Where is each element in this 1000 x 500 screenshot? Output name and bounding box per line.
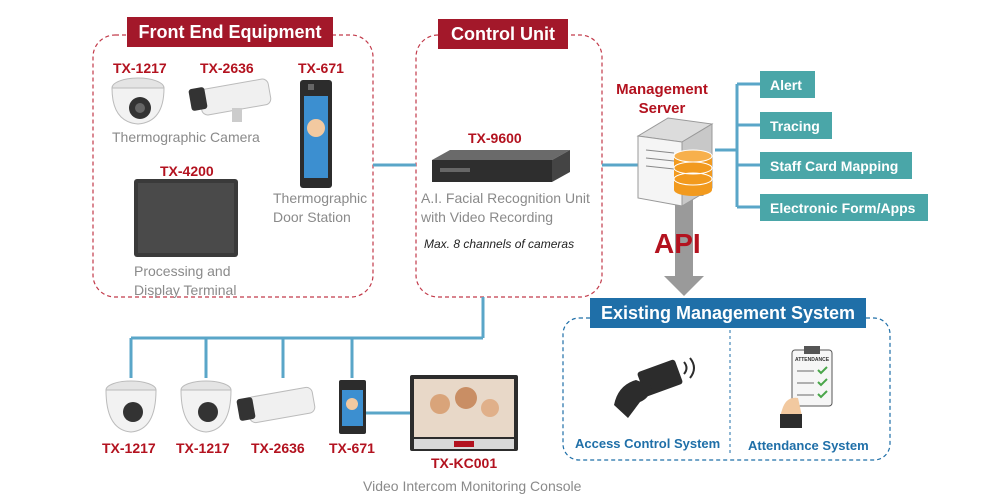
bottom-bullet-camera-icon <box>236 386 316 424</box>
output-electronic-form-apps: Electronic Form/Apps <box>760 194 928 221</box>
thermo-bullet-camera-icon <box>188 78 272 122</box>
api-double-arrow <box>664 176 704 296</box>
caption-nvr-line2: with Video Recording <box>421 209 554 225</box>
control-unit-header: Control Unit <box>438 19 568 49</box>
existing-system-header: Existing Management System <box>590 298 866 328</box>
model-label-door-station: TX-671 <box>298 60 344 76</box>
bottom-model-label-1: TX-1217 <box>102 440 156 456</box>
model-label-nvr: TX-9600 <box>468 130 522 146</box>
api-label: API <box>654 228 701 259</box>
management-server-label: Management Server <box>614 80 710 118</box>
model-label-dome: TX-1217 <box>113 60 167 76</box>
access-control-label: Access Control System <box>575 436 721 451</box>
attendance-sheet-title: ATTENDANCE <box>794 357 830 363</box>
model-label-terminal: TX-4200 <box>160 163 214 179</box>
thermo-dome-camera-icon <box>111 77 165 125</box>
intercom-console-icon <box>410 375 518 451</box>
caption-door-line2: Door Station <box>273 209 351 225</box>
management-server-label-line2: Server <box>638 100 686 117</box>
attendance-clipboard-icon <box>780 346 833 428</box>
bottom-dome-camera-1-icon <box>105 380 157 433</box>
access-card-hand-icon <box>614 357 695 418</box>
connector-lines <box>129 82 760 415</box>
attendance-label: Attendance System <box>748 438 869 453</box>
bottom-model-label-4: TX-671 <box>329 440 375 456</box>
bottom-model-label-3: TX-2636 <box>251 440 305 456</box>
door-station-icon <box>300 80 332 188</box>
display-terminal-icon <box>134 179 238 257</box>
bottom-door-station-icon <box>339 380 366 434</box>
caption-thermo-camera: Thermographic Camera <box>112 129 260 145</box>
front-end-header: Front End Equipment <box>127 17 333 47</box>
caption-terminal-line1: Processing and <box>134 263 231 279</box>
nvr-unit-icon <box>432 150 570 182</box>
caption-terminal-line2: Display Terminal <box>134 282 237 298</box>
console-model-label: TX-KC001 <box>431 455 498 471</box>
database-icon <box>673 149 713 196</box>
nvr-channel-note: Max. 8 channels of cameras <box>424 237 575 251</box>
management-server-label-line1: Management <box>616 81 708 98</box>
output-tracing: Tracing <box>760 112 832 139</box>
model-label-bullet: TX-2636 <box>200 60 254 76</box>
output-staff-card-mapping: Staff Card Mapping <box>760 152 912 179</box>
output-alert: Alert <box>760 71 815 98</box>
console-caption: Video Intercom Monitoring Console <box>363 478 582 494</box>
bottom-model-label-2: TX-1217 <box>176 440 230 456</box>
caption-door-line1: Thermographic <box>273 190 368 206</box>
bottom-dome-camera-2-icon <box>180 380 232 433</box>
caption-nvr-line1: A.I. Facial Recognition Unit <box>421 190 590 206</box>
